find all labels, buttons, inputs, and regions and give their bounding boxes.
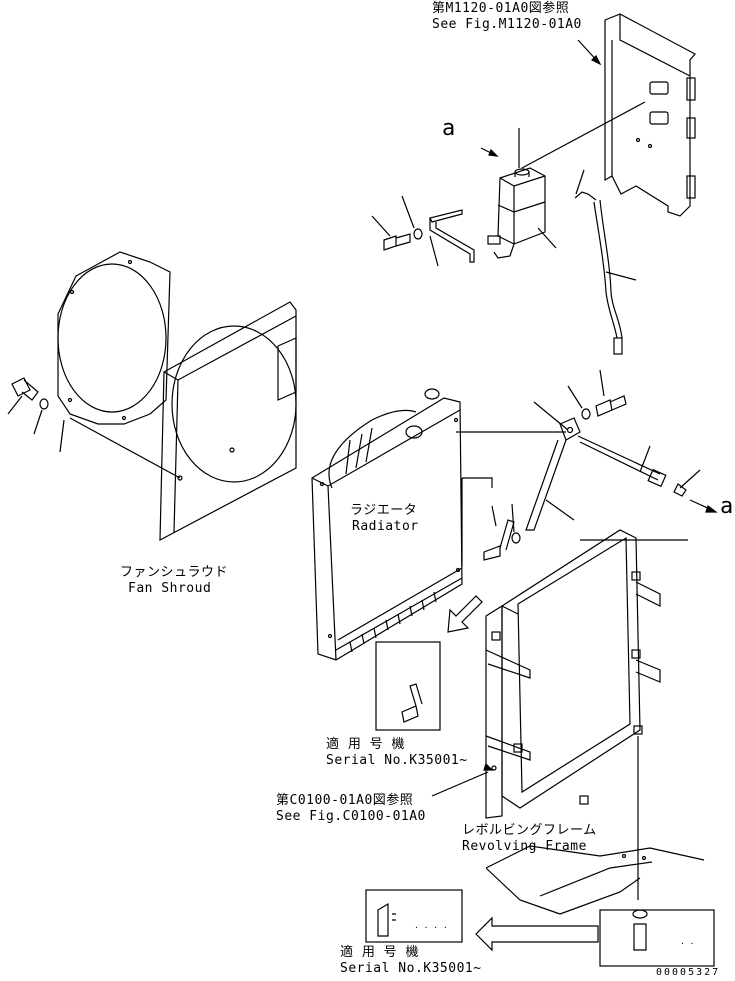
radiator-mount-frame (485, 529, 661, 819)
reservoir-tank (487, 167, 546, 259)
ref-m1120-jp: 第M1120-01A0図参照 (432, 1, 570, 16)
serial-detail-box-lower: . . . . (365, 889, 463, 943)
applicability-en-lower: Serial No.K35001~ (340, 961, 482, 976)
tank-stay (429, 209, 475, 263)
callout-a-upper: a (442, 116, 456, 141)
radiator-label-en: Radiator (352, 519, 419, 534)
radiator-core (311, 388, 463, 661)
ref-c0100-en: See Fig.C0100-01A0 (276, 809, 426, 824)
mounting-bracket-upper (604, 13, 696, 217)
direction-arrow-large (475, 916, 599, 952)
bolt-washer-shroud (11, 377, 49, 410)
applicability-jp-upper: 適 用 号 機 (326, 737, 405, 752)
applicability-jp-lower: 適 用 号 機 (340, 945, 419, 960)
radiator-label-jp: ラジエータ (350, 503, 418, 518)
fan-shroud-body (159, 301, 297, 542)
overflow-hose (574, 191, 623, 355)
bolt-detail-box (461, 477, 521, 566)
ref-m1120-en: See Fig.M1120-01A0 (432, 17, 582, 32)
bolt-washer-stay (581, 395, 627, 420)
revolving-frame-label-en: Revolving Frame (462, 839, 587, 854)
fan-shroud-label-jp: ファンシュラウド (120, 565, 229, 580)
fan-shroud-ring-plate (57, 251, 171, 425)
direction-arrow (447, 595, 483, 633)
revolving-frame-label-jp: レボルビングフレーム (462, 823, 597, 838)
svg-text:. . . .: . . . . (414, 921, 448, 930)
revolving-frame (485, 795, 705, 915)
svg-text:. .: . . (680, 937, 694, 946)
bolt-washer-upper (383, 228, 423, 251)
serial-detail-box-right: . . (599, 909, 715, 967)
drawing-number: 00005327 (656, 967, 721, 978)
leader-line (431, 771, 489, 797)
radiator-stay (525, 417, 581, 531)
fan-shroud-label-en: Fan Shroud (128, 581, 212, 596)
callout-a-lower: a (720, 494, 734, 519)
applicability-en-upper: Serial No.K35001~ (326, 753, 468, 768)
breather-hose (577, 435, 687, 497)
ref-c0100-jp: 第C0100-01A0図参照 (276, 793, 414, 808)
serial-detail-box-upper (375, 641, 441, 731)
